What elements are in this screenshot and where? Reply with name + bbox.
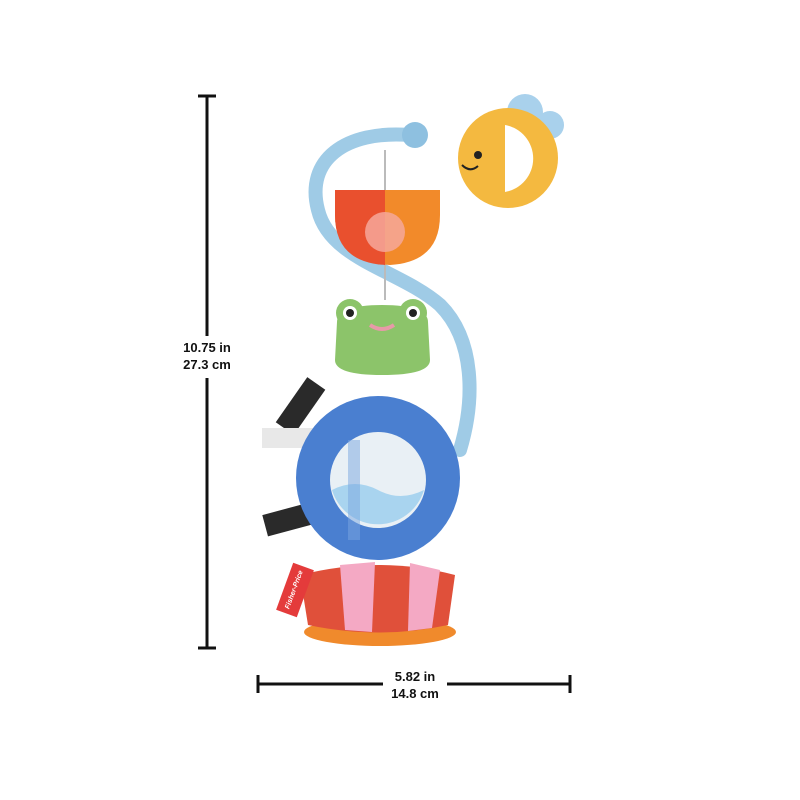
blue-ring [296, 396, 460, 560]
height-metric: 27.3 cm [183, 357, 231, 372]
width-imperial: 5.82 in [394, 669, 436, 684]
toy-arm [308, 127, 477, 457]
height-label: 10.75 in 27.3 cm [171, 339, 243, 373]
width-label: 5.82 in 14.8 cm [383, 668, 447, 702]
height-dimension-line [198, 94, 216, 650]
suction-base [276, 562, 456, 646]
height-imperial: 10.75 in [183, 340, 231, 355]
spinner-cup [335, 150, 440, 300]
width-dimension-line [256, 675, 572, 693]
bee-teether [458, 94, 564, 208]
black-strap-top [275, 377, 326, 435]
white-strap [262, 428, 317, 448]
width-metric: 14.8 cm [391, 686, 439, 701]
frog-bead [335, 299, 430, 375]
arm-end-ball [402, 122, 428, 148]
brand-tag [276, 562, 314, 618]
